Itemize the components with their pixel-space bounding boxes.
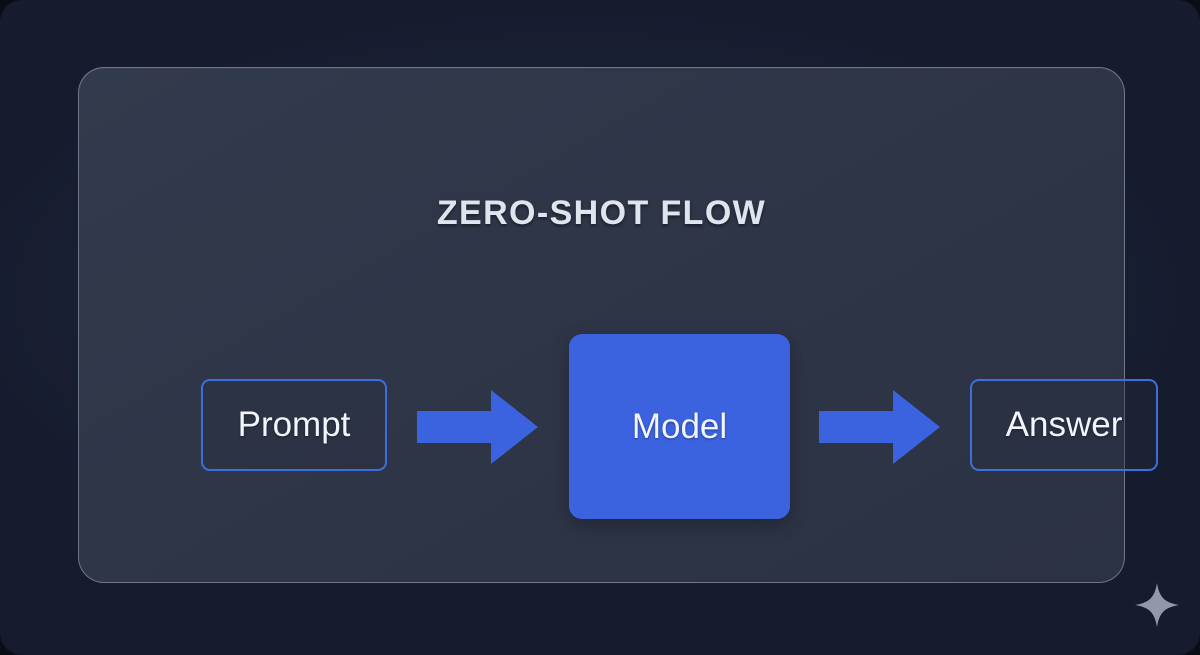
flow-node-answer-label: Answer [1005,405,1123,444]
flow-node-answer[interactable]: Answer [970,379,1158,471]
flow-diagram: Prompt Model Answer [79,334,1158,519]
diagram-panel: ZERO-SHOT FLOW Prompt Model Answer [78,67,1158,583]
flow-arrow-model-to-answer [819,390,940,464]
flow-node-model-label: Model [631,406,728,446]
sparkle-icon [1132,580,1182,630]
flow-arrow-prompt-to-model [417,390,538,464]
page-title: ZERO-SHOT FLOW [436,194,767,232]
flow-node-prompt-label: Prompt [237,405,351,444]
flow-node-model[interactable]: Model [569,334,790,519]
flow-node-prompt[interactable]: Prompt [201,379,387,471]
